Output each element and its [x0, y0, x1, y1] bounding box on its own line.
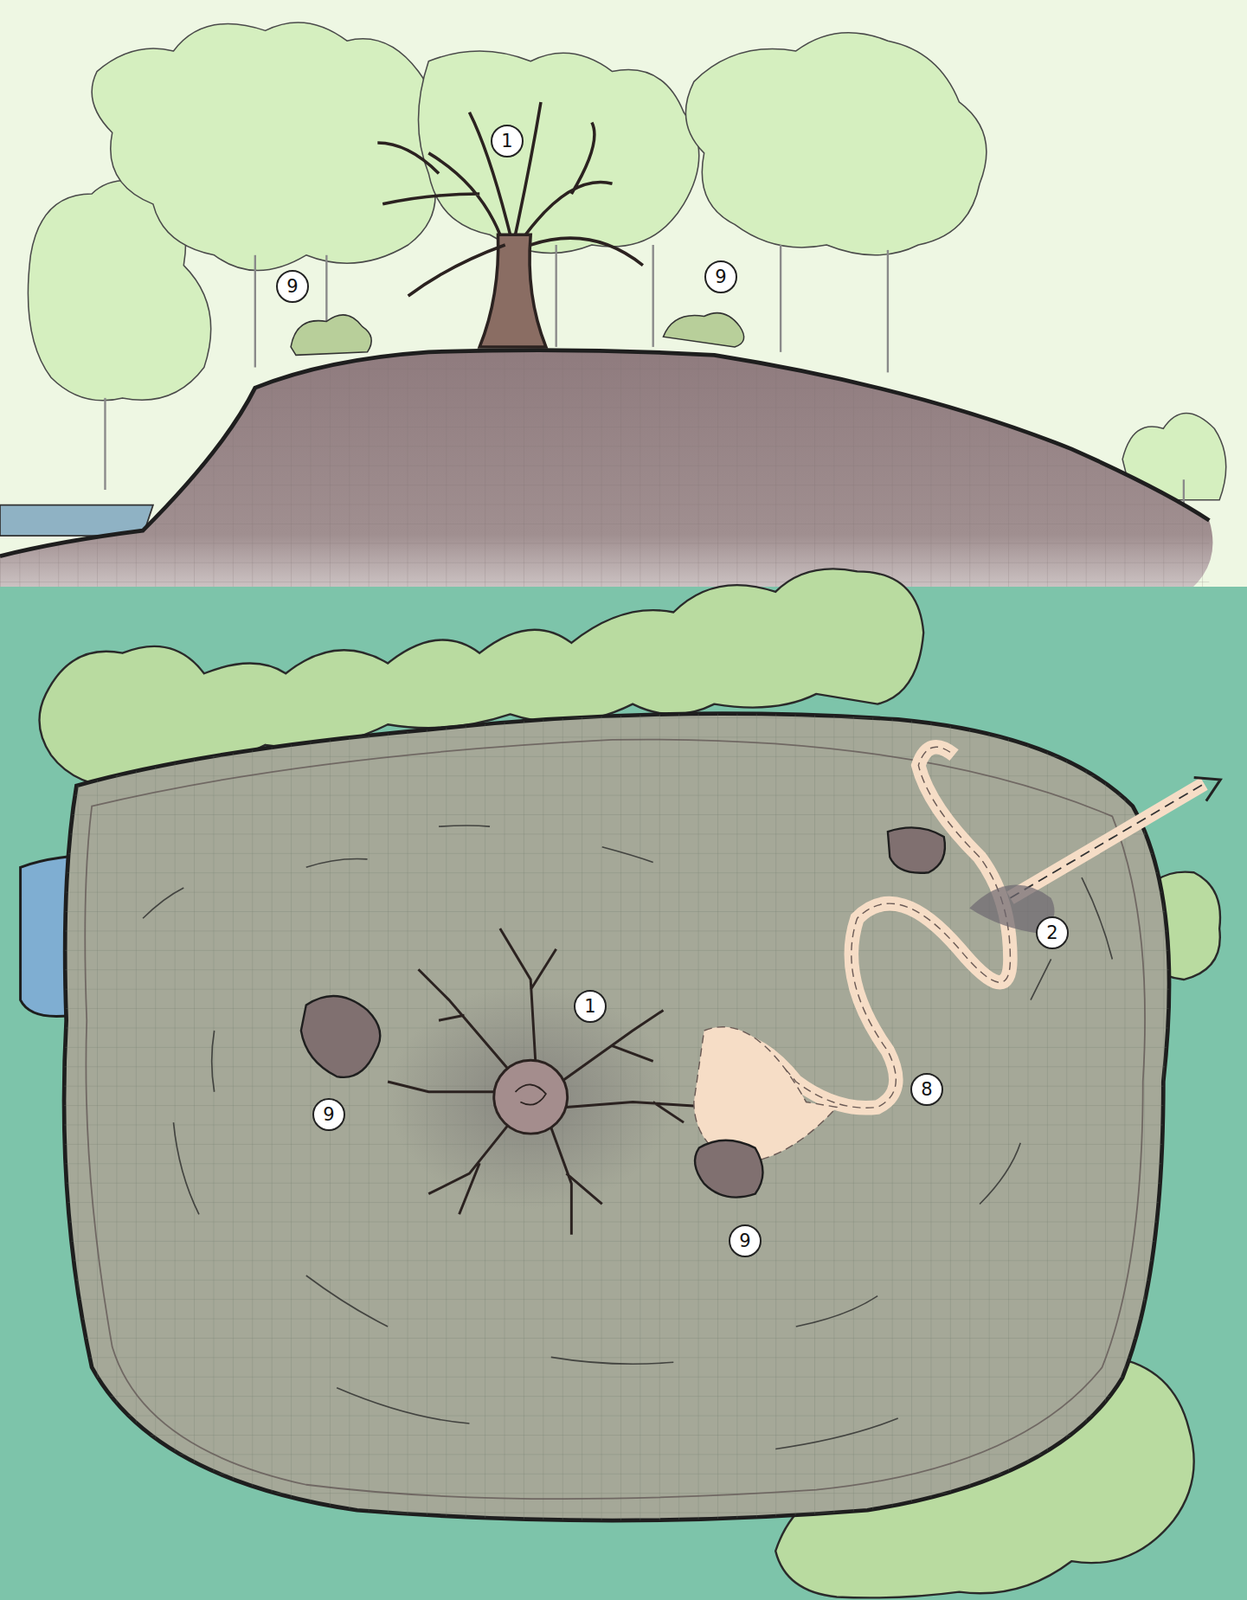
dead-tree: [377, 102, 643, 348]
callout-number: 8: [910, 1073, 944, 1106]
tree-plan: [387, 928, 714, 1235]
callout-number: 1: [490, 124, 524, 158]
callout-number: 2: [1035, 916, 1069, 950]
exit-arrow: [1194, 777, 1222, 802]
rocks: [301, 827, 945, 1197]
callout-number: 9: [312, 1098, 346, 1132]
bushes: [38, 568, 1221, 1598]
hill-top: [64, 713, 1170, 1521]
callout-number: 9: [276, 269, 309, 303]
slope-hatching: [142, 825, 1113, 1449]
callout-number: 1: [573, 989, 607, 1023]
hill-section: [0, 350, 1213, 615]
callout-number: 9: [728, 1224, 762, 1258]
callout-number: 9: [704, 260, 738, 294]
